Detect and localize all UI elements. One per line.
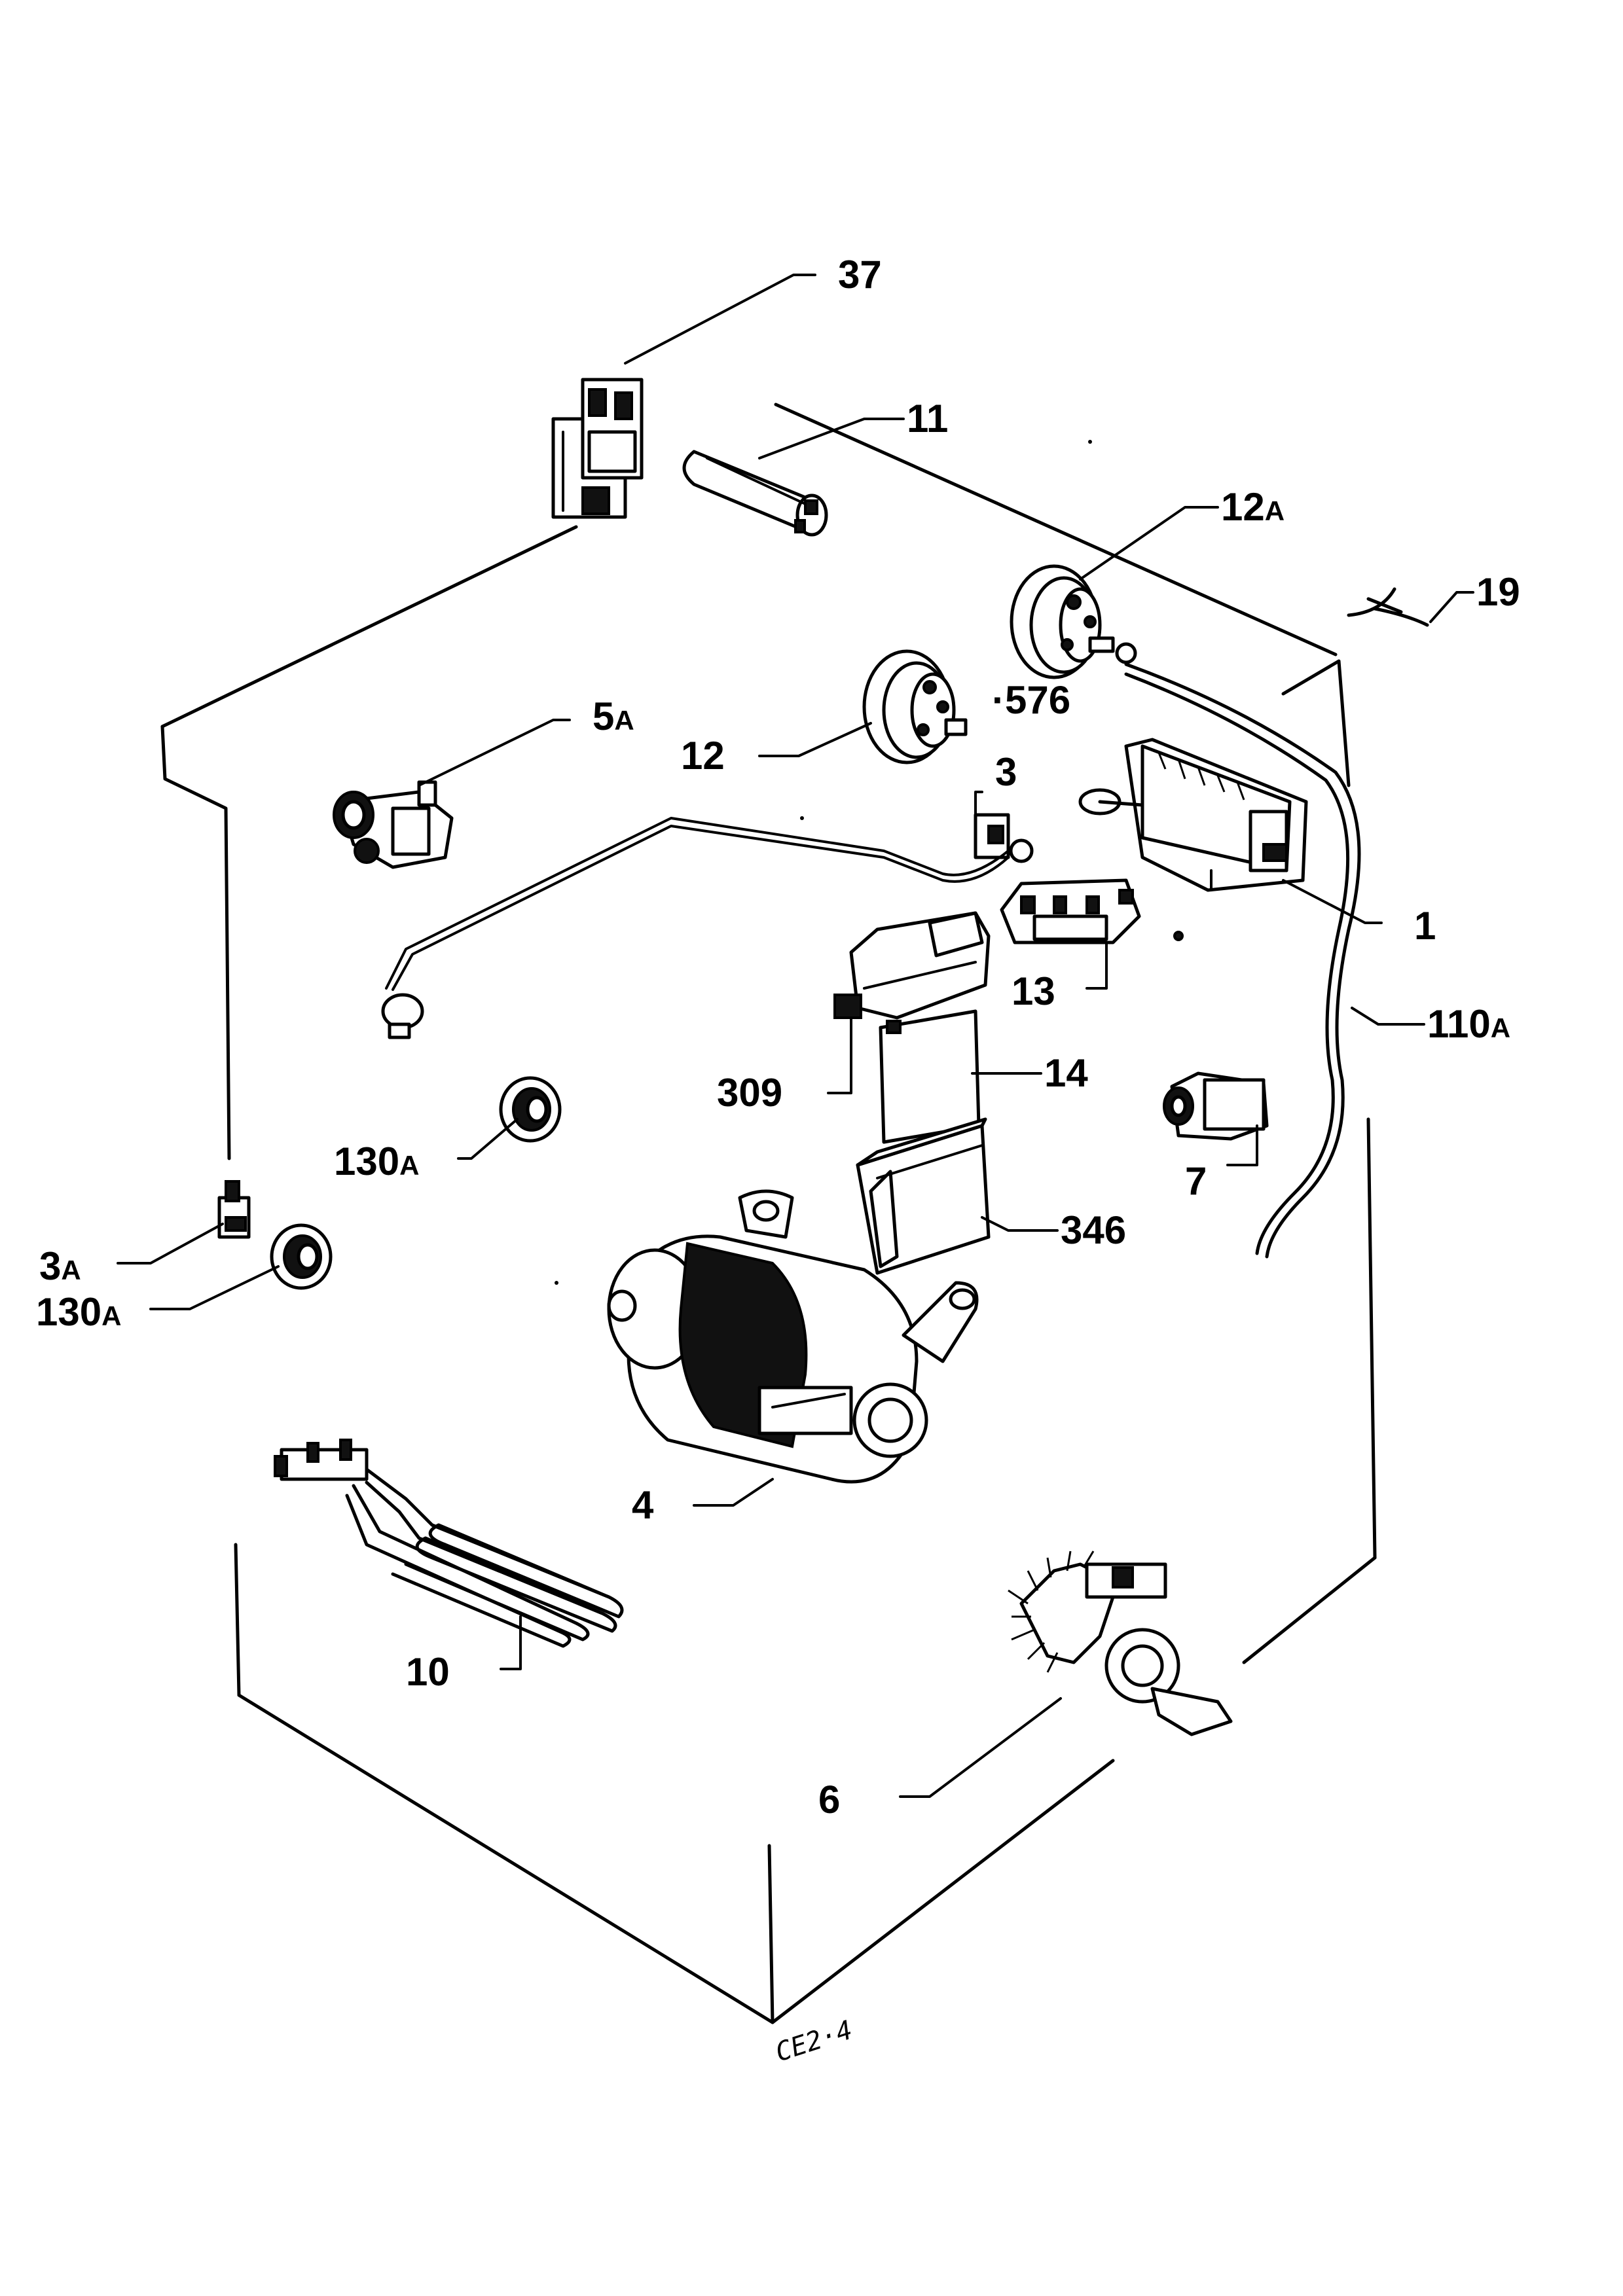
callout-6: 6 — [818, 1778, 840, 1821]
callout-130a-upper: 130A — [334, 1139, 419, 1183]
part-130a-grommet-upper — [499, 1076, 562, 1143]
callout-576: ·576 — [992, 678, 1070, 722]
part-6-drain-pump — [1008, 1551, 1233, 1736]
part-3-thermostat — [381, 813, 1034, 1039]
callout-12a: 12A — [1221, 485, 1285, 529]
callout-7: 7 — [1185, 1159, 1207, 1203]
part-14-circuit-board — [879, 1009, 981, 1144]
callout-1: 1 — [1414, 904, 1436, 948]
callout-11: 11 — [907, 397, 948, 440]
part-110a-hose — [1124, 662, 1361, 1259]
callout-19: 19 — [1476, 570, 1520, 614]
part-1-programmer-timer — [1078, 738, 1308, 892]
callout-130a-lower: 130A — [36, 1290, 121, 1334]
part-37-connector-block — [551, 378, 644, 519]
callout-346: 346 — [1061, 1208, 1126, 1252]
callout-4: 4 — [632, 1483, 654, 1527]
part-346-filter-box — [856, 1117, 991, 1275]
part-12-pressure-switch — [862, 649, 968, 764]
part-3a-sensor — [217, 1180, 251, 1239]
callout-5a: 5A — [593, 694, 634, 738]
callout-12: 12 — [681, 734, 725, 778]
part-11-capacitor — [682, 450, 828, 537]
part-7-relay — [1163, 1071, 1269, 1141]
callout-3: 3 — [995, 750, 1017, 794]
part-10-heating-element — [274, 1439, 624, 1648]
leader-lines — [117, 274, 1474, 1798]
cabinet-outline — [160, 403, 1377, 2024]
part-19-clip — [1347, 587, 1429, 627]
callout-110a: 110A — [1427, 1002, 1510, 1046]
part-130a-grommet-lower — [270, 1223, 333, 1290]
part-4-motor — [607, 1189, 979, 1484]
callout-3a: 3A — [39, 1244, 81, 1288]
callout-13: 13 — [1012, 969, 1055, 1013]
callout-labels: 37 11 12A 19 5A ·576 12 3 1 13 110A 14 3… — [36, 253, 1520, 1821]
callout-14: 14 — [1044, 1051, 1088, 1095]
part-12a-pressure-switch — [1010, 564, 1137, 679]
callout-37: 37 — [838, 253, 882, 296]
part-5a-inlet-valve — [333, 780, 454, 869]
diagram-code: CE2·4 — [772, 2015, 856, 2068]
callout-309: 309 — [717, 1071, 782, 1115]
part-309-cover — [833, 911, 991, 1020]
part-13-terminal-block — [1000, 878, 1184, 944]
callout-10: 10 — [406, 1650, 450, 1694]
